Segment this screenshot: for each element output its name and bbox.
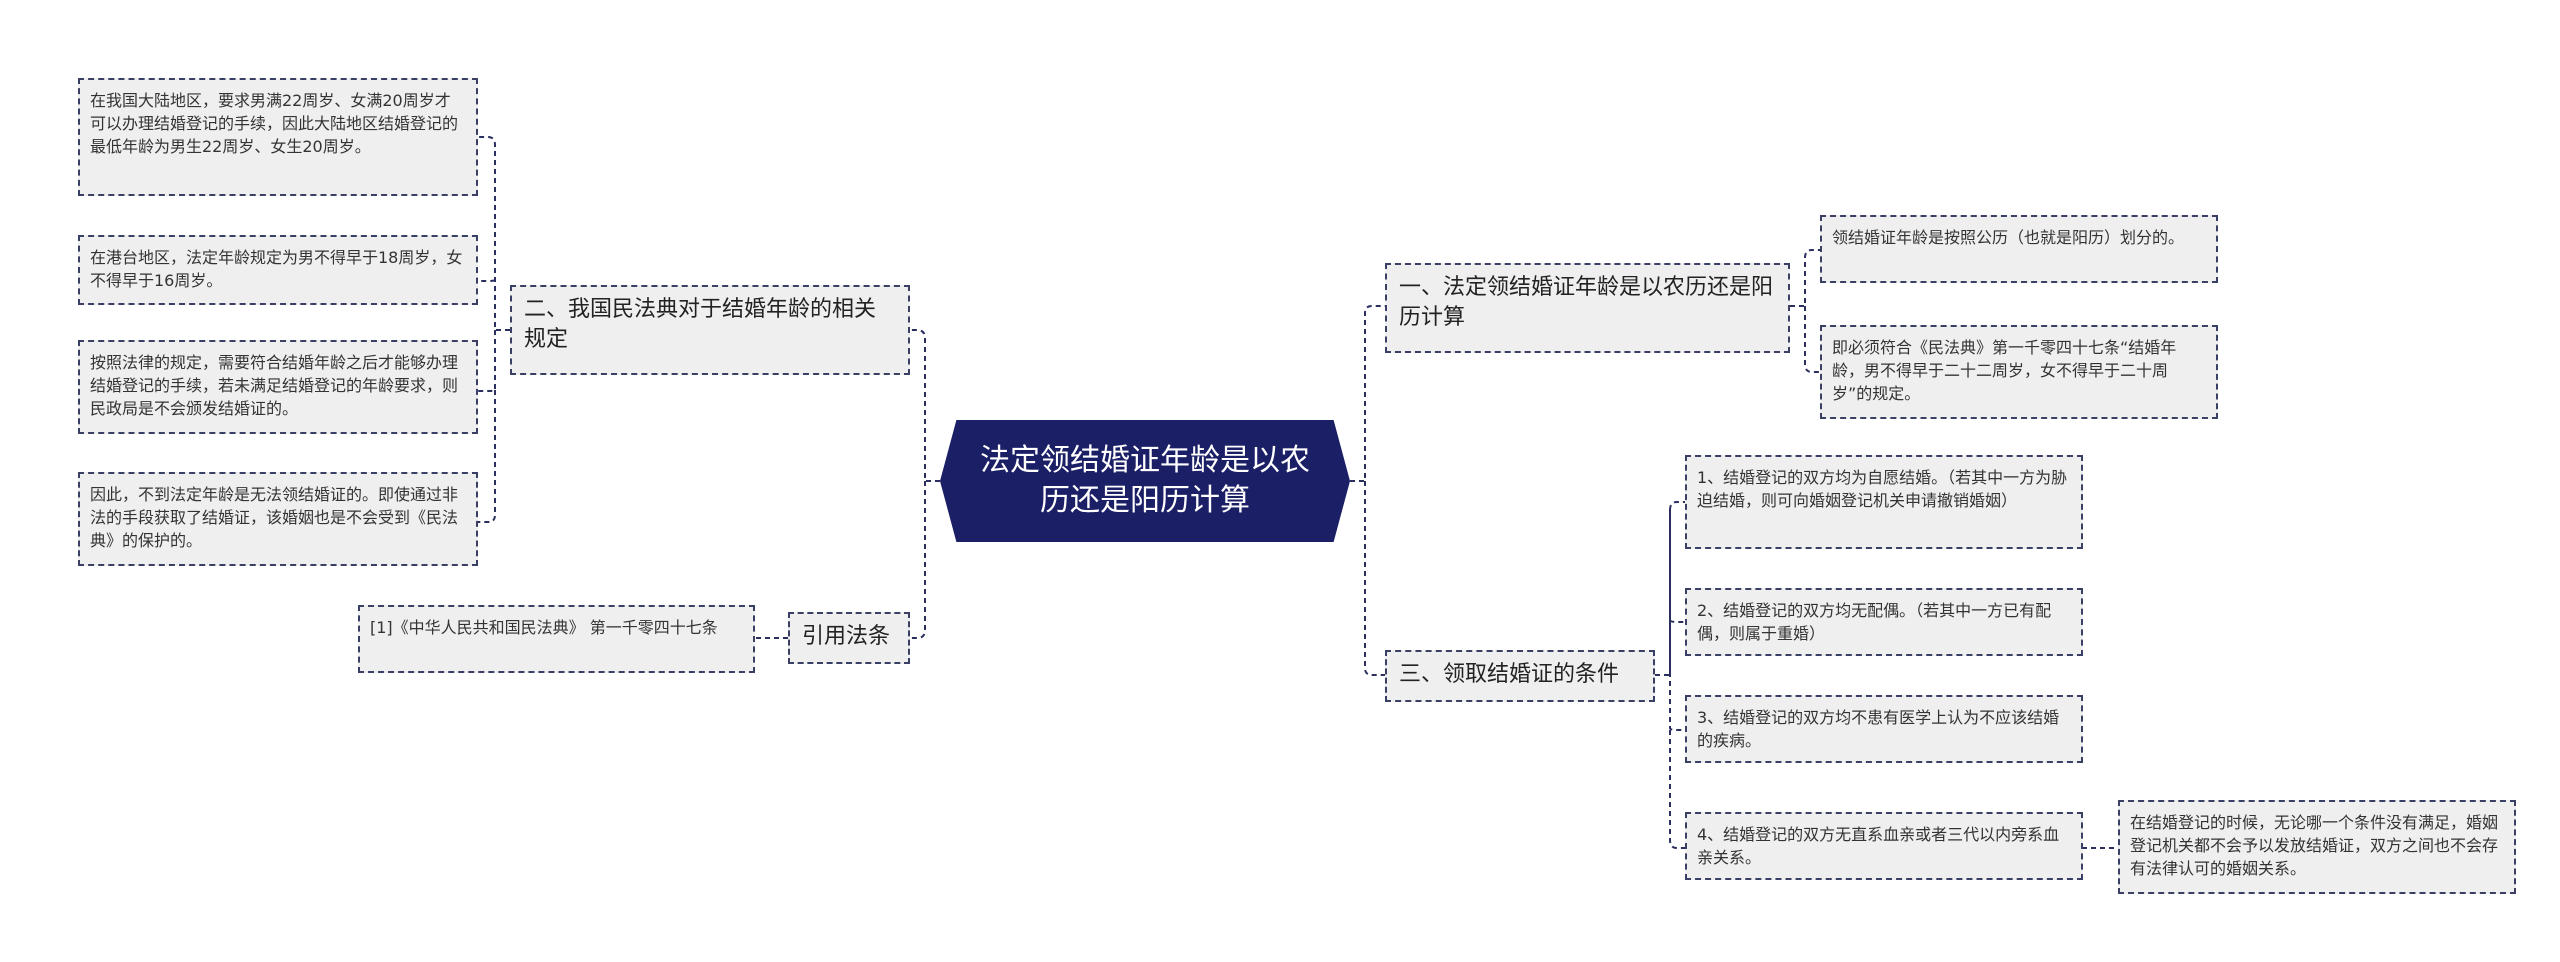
connector-b3-3 <box>1669 510 1685 731</box>
leaf-condition-voluntary[interactable]: 1、结婚登记的双方均为自愿结婚。（若其中一方为胁迫结婚，则可向婚姻登记机关申请撤… <box>1685 455 2083 549</box>
connector-b2 <box>478 136 510 331</box>
leaf-gregorian-calendar[interactable]: 领结婚证年龄是按照公历（也就是阳历）划分的。 <box>1820 215 2218 283</box>
leaf-citation[interactable]: [1]《中华人民共和国民法典》 第一千零四十七条 <box>358 605 755 673</box>
connector-root-b4 <box>910 481 926 639</box>
root-topic[interactable]: 法定领结婚证年龄是以农历还是阳历计算 <box>940 420 1350 542</box>
leaf-hk-taiwan-age[interactable]: 在港台地区，法定年龄规定为男不得早于18周岁，女不得早于16周岁。 <box>78 235 478 305</box>
connector-b1-2 <box>1804 306 1820 373</box>
leaf-mainland-age[interactable]: 在我国大陆地区，要求男满22周岁、女满20周岁才可以办理结婚登记的手续，因此大陆… <box>78 78 478 196</box>
connector-root-b3 <box>1364 481 1385 676</box>
leaf-civil-affairs-rule[interactable]: 按照法律的规定，需要符合结婚年龄之后才能够办理结婚登记的手续，若未满足结婚登记的… <box>78 340 478 434</box>
connector-root-right <box>1350 305 1385 482</box>
connector-root-left <box>910 329 940 482</box>
branch-cited-articles[interactable]: 引用法条 <box>788 612 910 664</box>
connector-b3-4 <box>1669 730 1685 849</box>
leaf-condition-no-disease[interactable]: 3、结婚登记的双方均不患有医学上认为不应该结婚的疾病。 <box>1685 695 2083 763</box>
branch-civil-code-age[interactable]: 二、我国民法典对于结婚年龄的相关规定 <box>510 285 910 375</box>
leaf-conditions-consequence[interactable]: 在结婚登记的时候，无论哪一个条件没有满足，婚姻登记机关都不会予以发放结婚证，双方… <box>2118 800 2516 894</box>
leaf-illegal-certificate[interactable]: 因此，不到法定年龄是无法领结婚证的。即使通过非法的手段获取了结婚证，该婚姻也是不… <box>78 472 478 566</box>
branch-calendar-question[interactable]: 一、法定领结婚证年龄是以农历还是阳历计算 <box>1385 263 1790 353</box>
connector-b3 <box>1655 501 1685 676</box>
leaf-condition-no-spouse[interactable]: 2、结婚登记的双方均无配偶。（若其中一方已有配偶，则属于重婚） <box>1685 588 2083 656</box>
branch-marriage-conditions[interactable]: 三、领取结婚证的条件 <box>1385 650 1655 702</box>
leaf-civil-code-article[interactable]: 即必须符合《民法典》第一千零四十七条“结婚年龄，男不得早于二十二周岁，女不得早于… <box>1820 325 2218 419</box>
connector-b3-2 <box>1669 619 1685 623</box>
connector-b2-3 <box>478 330 496 392</box>
connector-b1 <box>1790 249 1820 307</box>
connector-b2-2 <box>478 279 496 282</box>
connector-b2-4 <box>478 390 496 523</box>
leaf-condition-no-kinship[interactable]: 4、结婚登记的双方无直系血亲或者三代以内旁系血亲关系。 <box>1685 812 2083 880</box>
